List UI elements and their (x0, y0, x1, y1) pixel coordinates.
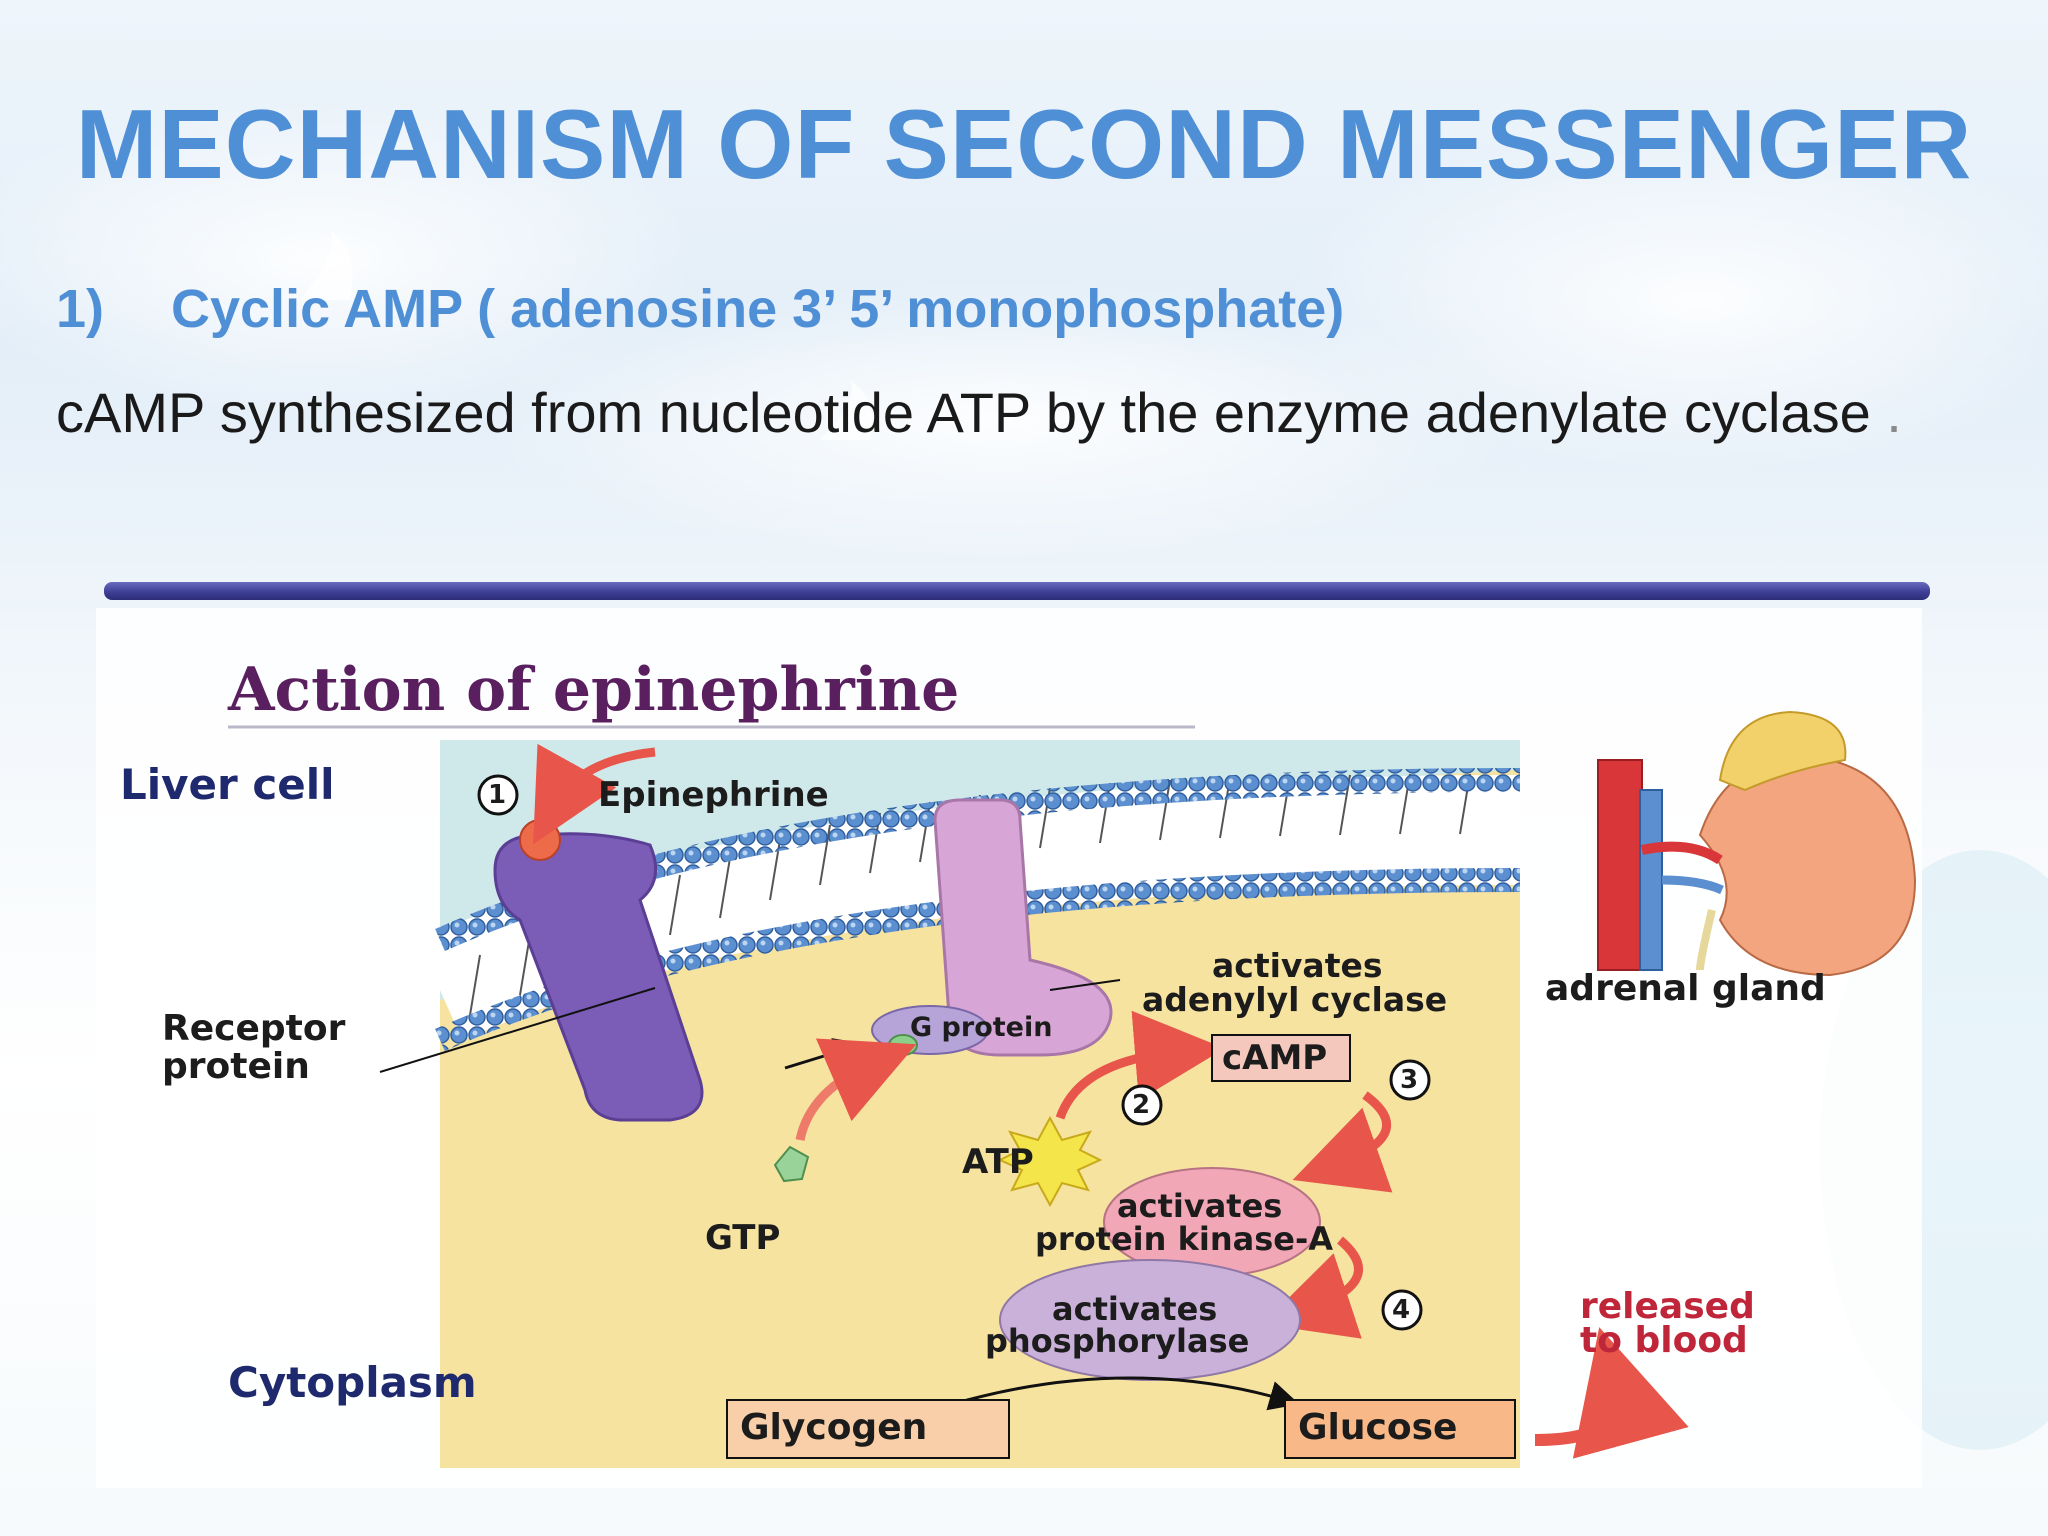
receptor-label-line2: protein (162, 1046, 310, 1087)
gtp-arrow (795, 1038, 917, 1142)
glucose-label: Glucose (1298, 1407, 1458, 1448)
epinephrine-label: Epinephrine (598, 775, 829, 815)
epinephrine-molecule (519, 819, 561, 861)
atp-label: ATP (962, 1142, 1034, 1182)
adenylyl-pointer-line (1049, 979, 1121, 991)
step-circles (477, 774, 1431, 1331)
receptor-pointer-line (379, 987, 656, 1073)
step-4-label: 4 (1392, 1295, 1411, 1325)
figure-title: Action of epinephrine (228, 655, 960, 725)
epinephrine-arrow (533, 743, 656, 845)
liver-cell-label: Liver cell (120, 760, 335, 809)
camp-box (1211, 1034, 1351, 1082)
adenylyl-cyclase-label: adenylyl cyclase (1142, 980, 1448, 1019)
phosphorylase-activates-label: activates (1052, 1290, 1218, 1328)
point-heading: 1) Cyclic AMP ( adenosine 3’ 5’ monophosp… (56, 278, 1344, 340)
body-text: cAMP synthesized from nucleotide ATP by … (56, 370, 1956, 456)
step-2-label: 2 (1132, 1090, 1151, 1120)
camp-label: cAMP (1222, 1038, 1328, 1078)
step-1-label: 1 (488, 780, 507, 810)
figure-divider-band (104, 582, 1930, 600)
step-3-label: 3 (1400, 1065, 1419, 1095)
released-line1: released (1580, 1286, 1755, 1327)
body-sentence: cAMP synthesized from nucleotide ATP by … (56, 381, 1871, 444)
glucose-box (1284, 1399, 1516, 1459)
atp-burst (997, 1115, 1103, 1208)
glycogen-to-glucose-arrow (959, 1376, 1300, 1411)
step-4-circle (1381, 1289, 1423, 1331)
adrenal-gland-illustration (1597, 710, 1917, 977)
released-line2: to blood (1580, 1320, 1748, 1361)
step-3-circle (1389, 1059, 1431, 1101)
gtp-molecule (773, 1145, 810, 1183)
body-trailing-dot: . (1870, 381, 1902, 444)
pka-activates-label: activates (1117, 1187, 1283, 1225)
step-1-circle (477, 774, 519, 816)
atp-to-camp-arrow (1055, 1010, 1225, 1120)
glycogen-box (726, 1399, 1010, 1459)
camp-to-pka-arrow (1292, 1091, 1393, 1193)
receptor-protein-label: Receptor protein (162, 1010, 345, 1086)
cytoplasm-label: Cytoplasm (228, 1358, 477, 1407)
step-2-circle (1121, 1084, 1163, 1126)
slide-title: MECHANISM OF SECOND MESSENGER (75, 89, 1973, 199)
phosphorylase-shape (999, 1259, 1301, 1381)
glycogen-label: Glycogen (740, 1407, 928, 1448)
activates-label-1: activates (1212, 946, 1383, 985)
g-protein-label: G protein (910, 1012, 1053, 1043)
phosphorylase-label: phosphorylase (985, 1322, 1250, 1360)
gtp-label: GTP (705, 1218, 781, 1258)
point-text: Cyclic AMP ( adenosine 3’ 5’ monophospha… (171, 279, 1345, 339)
extracellular-space (440, 740, 1520, 1000)
receptor-label-line1: Receptor (162, 1008, 346, 1049)
released-arrow (1534, 1327, 1689, 1459)
point-number: 1) (56, 279, 105, 339)
pka-to-phosphorylase-arrow (1262, 1236, 1363, 1339)
adenylyl-cyclase-shape (933, 798, 1113, 1057)
pka-label: protein kinase-A (1035, 1220, 1333, 1258)
released-to-blood-label: released to blood (1580, 1286, 1755, 1361)
adrenal-gland-label: adrenal gland (1545, 968, 1826, 1009)
